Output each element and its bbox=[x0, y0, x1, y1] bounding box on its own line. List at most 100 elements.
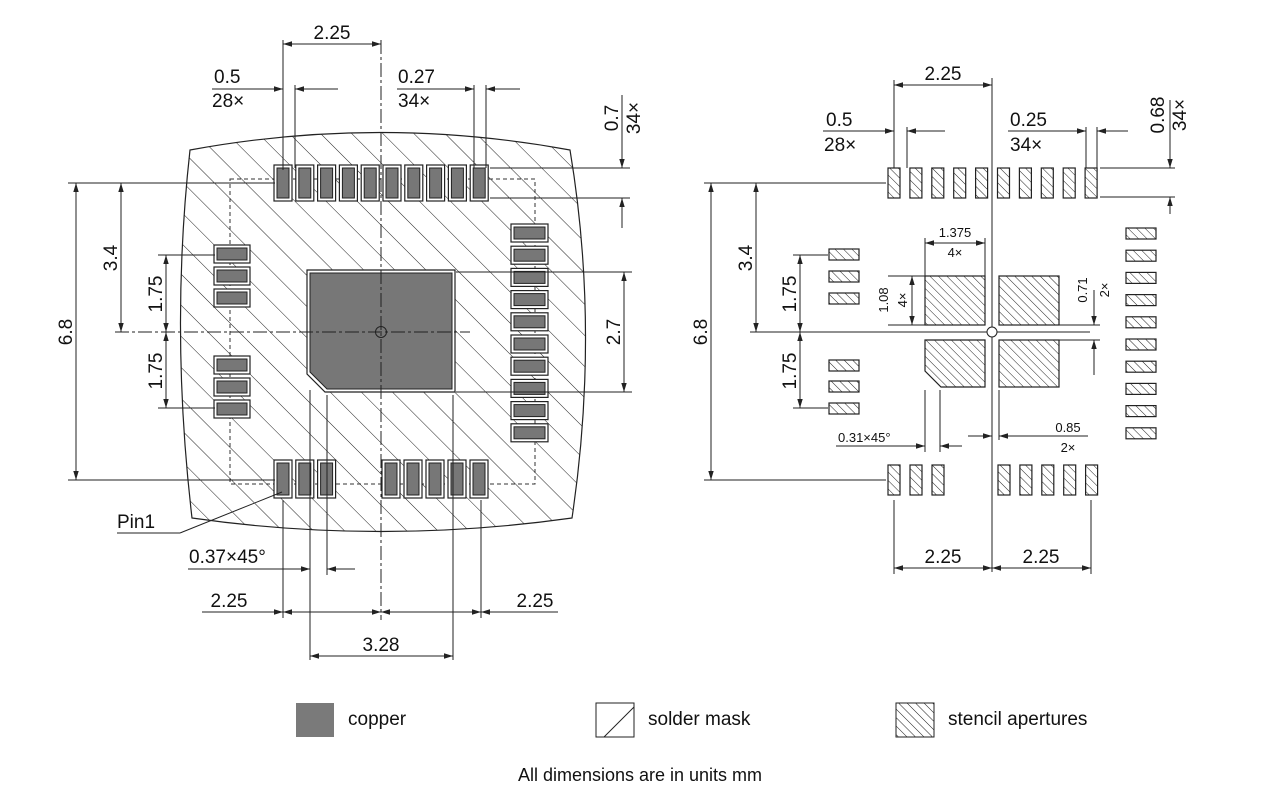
left-pad-column bbox=[213, 244, 251, 419]
stencil-center-mark bbox=[986, 326, 998, 338]
stencil-dim-side-upper: 1.75 bbox=[780, 276, 801, 313]
legend-solder-mask-label: solder mask bbox=[648, 709, 751, 730]
right-pad-copper bbox=[513, 315, 546, 329]
dim-bottom-right: 2.25 bbox=[517, 591, 554, 612]
dim-pad-width: 0.5 bbox=[214, 67, 240, 88]
dim-ep-height: 2.7 bbox=[604, 319, 625, 345]
stencil-right-aperture bbox=[1125, 271, 1157, 284]
stencil-left-aperture bbox=[828, 270, 860, 283]
right-pad-column bbox=[510, 223, 549, 443]
stencil-dim-height-full: 6.8 bbox=[691, 319, 712, 345]
stencil-right-aperture bbox=[1125, 249, 1157, 262]
stencil-top-aperture bbox=[909, 167, 923, 199]
right-pad-copper bbox=[513, 404, 546, 418]
stencil-dim-pad-length: 0.68 bbox=[1148, 97, 1169, 134]
dim-ep-width: 3.28 bbox=[363, 635, 400, 656]
stencil-dim-pad-width-count: 28× bbox=[824, 135, 856, 156]
stencil-right-aperture bbox=[1125, 405, 1157, 418]
left-pad-copper bbox=[216, 358, 248, 372]
dim-top-span: 2.25 bbox=[314, 23, 351, 44]
stencil-bottom-aperture bbox=[909, 464, 923, 496]
stencil-dim-height-half: 3.4 bbox=[736, 244, 757, 271]
stencil-right-aperture bbox=[1125, 360, 1157, 373]
stencil-dim-aperture-h-count: 4× bbox=[895, 293, 910, 308]
legend-stencil-label: stencil apertures bbox=[948, 709, 1087, 730]
stencil-right-aperture bbox=[1125, 316, 1157, 329]
legend: copper solder mask stencil apertures bbox=[296, 702, 1087, 738]
right-pad-copper bbox=[513, 248, 546, 262]
left-pad-copper bbox=[216, 402, 248, 416]
exposed-pad-copper bbox=[309, 272, 453, 390]
stencil-dim-aperture-w-count: 4× bbox=[948, 245, 963, 260]
bottom-pad-copper bbox=[428, 462, 442, 496]
aperture-top-left bbox=[924, 275, 986, 326]
stencil-top-aperture bbox=[1040, 167, 1054, 199]
stencil-left-aperture bbox=[828, 248, 860, 261]
stencil-right-aperture bbox=[1125, 227, 1157, 240]
top-pad-copper bbox=[320, 167, 334, 199]
stencil-top-aperture bbox=[1062, 167, 1076, 199]
right-pad-copper bbox=[513, 293, 546, 307]
dim-pad-length: 0.7 bbox=[602, 105, 623, 131]
right-pad-copper bbox=[513, 381, 546, 395]
dim-side-upper: 1.75 bbox=[146, 276, 167, 313]
stencil-top-aperture bbox=[953, 167, 967, 199]
stencil-top-row bbox=[887, 167, 1098, 199]
stencil-dim-bottom-right: 2.25 bbox=[1023, 547, 1060, 568]
stencil-dim-pad-length-count: 34× bbox=[1170, 99, 1191, 131]
left-pad-copper bbox=[216, 247, 248, 261]
stencil-dim-side-lower: 1.75 bbox=[780, 353, 801, 390]
bottom-pad-copper bbox=[276, 462, 290, 496]
bottom-pad-copper bbox=[472, 462, 486, 496]
stencil-dim-pad-gap: 0.25 bbox=[1010, 110, 1047, 131]
stencil-top-aperture bbox=[974, 167, 989, 199]
dim-bottom-left: 2.25 bbox=[211, 591, 248, 612]
left-pad-copper bbox=[216, 380, 248, 394]
stencil-left-column bbox=[828, 248, 860, 415]
aperture-top-right bbox=[998, 275, 1060, 326]
stencil-bottom-aperture bbox=[997, 464, 1011, 496]
stencil-dim-aperture-gap-h: 0.85 bbox=[1055, 420, 1080, 435]
aperture-bottom-right bbox=[998, 339, 1060, 388]
top-pad-copper bbox=[385, 167, 399, 199]
stencil-dim-bottom-left: 2.25 bbox=[925, 547, 962, 568]
top-pad-copper bbox=[429, 167, 443, 199]
stencil-top-aperture bbox=[931, 167, 945, 199]
stencil-left-aperture bbox=[828, 292, 860, 305]
stencil-right-aperture bbox=[1125, 382, 1157, 395]
stencil-right-aperture bbox=[1125, 427, 1157, 440]
dim-chamfer: 0.37×45° bbox=[189, 547, 266, 568]
dim-height-half: 3.4 bbox=[101, 244, 122, 271]
dim-pad-width-count: 28× bbox=[212, 91, 244, 112]
right-pad-copper bbox=[513, 359, 546, 373]
right-pad-copper bbox=[513, 270, 546, 284]
dim-pad-gap-count: 34× bbox=[398, 91, 430, 112]
stencil-dim-top-span: 2.25 bbox=[925, 64, 962, 85]
stencil-bottom-aperture bbox=[1019, 464, 1033, 496]
stencil-left-aperture bbox=[828, 380, 860, 393]
stencil-bottom-aperture bbox=[1084, 464, 1099, 496]
top-pad-copper bbox=[298, 167, 312, 199]
bottom-pad-copper bbox=[450, 462, 464, 496]
legend-copper-swatch bbox=[296, 703, 334, 737]
legend-solder-mask-swatch bbox=[595, 702, 635, 738]
bottom-pad-copper bbox=[298, 462, 312, 496]
stencil-dim-aperture-gap-v: 0.71 bbox=[1075, 277, 1090, 302]
stencil-dim-aperture-h: 1.08 bbox=[876, 287, 891, 312]
stencil-bottom-aperture bbox=[887, 464, 901, 496]
dim-pad-gap: 0.27 bbox=[398, 67, 435, 88]
stencil-bottom-aperture bbox=[1063, 464, 1077, 496]
pin1-label: Pin1 bbox=[117, 512, 155, 533]
right-pad-copper bbox=[513, 226, 546, 240]
top-pad-copper bbox=[472, 167, 486, 199]
stencil-bottom-row bbox=[887, 464, 1099, 496]
center-mark bbox=[375, 326, 387, 338]
stencil-top-aperture bbox=[887, 167, 901, 199]
top-pad-copper bbox=[450, 167, 464, 199]
dim-height-full: 6.8 bbox=[56, 319, 77, 345]
stencil-dim-aperture-w: 1.375 bbox=[939, 225, 972, 240]
right-pad-copper bbox=[513, 337, 546, 351]
stencil-right-column bbox=[1125, 227, 1157, 440]
